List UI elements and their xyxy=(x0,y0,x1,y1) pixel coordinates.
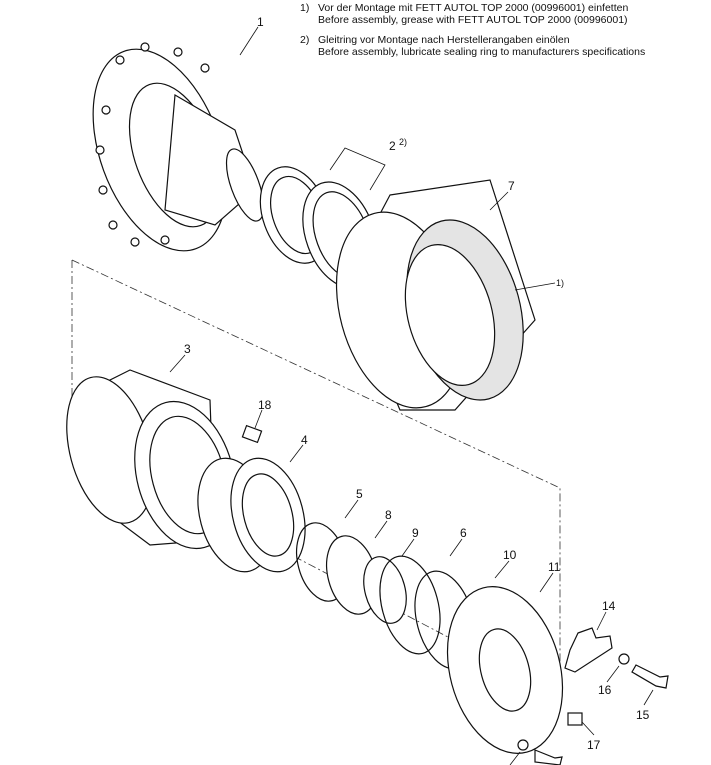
callout-2-note: 2) xyxy=(399,137,407,147)
callout-1: 1 xyxy=(257,15,264,29)
part-14-bracket xyxy=(564,627,613,673)
callout-4: 4 xyxy=(301,433,308,447)
callout-18: 18 xyxy=(258,398,272,412)
leader-lines xyxy=(169,26,654,765)
part-15-bolt-lower xyxy=(534,749,563,765)
part-7-drum xyxy=(335,179,536,411)
callout-8: 8 xyxy=(385,508,392,522)
part-3-housing xyxy=(66,369,236,550)
note-number: 2) xyxy=(300,34,310,46)
part-1-hub xyxy=(92,42,265,252)
callout-2: 2 xyxy=(389,139,396,153)
callout-3: 3 xyxy=(184,342,191,356)
callout-note-1: 1) xyxy=(556,278,564,288)
callout-11: 11 xyxy=(548,560,561,574)
callout-14: 14 xyxy=(602,599,616,613)
callout-16: 16 xyxy=(598,683,612,697)
note-text-en: Before assembly, lubricate sealing ring … xyxy=(318,46,646,58)
part-15-bolt xyxy=(631,664,669,689)
note-text-en: Before assembly, grease with FETT AUTOL … xyxy=(318,14,628,26)
assembly-guide-line xyxy=(71,259,561,690)
note-1: 1) Vor der Montage mit FETT AUTOL TOP 20… xyxy=(300,2,645,26)
note-text-de: Vor der Montage mit FETT AUTOL TOP 2000 … xyxy=(318,2,629,14)
note-2: 2) Gleitring vor Montage nach Hersteller… xyxy=(300,34,645,58)
callout-7: 7 xyxy=(508,179,515,193)
part-11-cover xyxy=(446,586,564,754)
callout-10: 10 xyxy=(503,548,517,562)
assembly-notes: 1) Vor der Montage mit FETT AUTOL TOP 20… xyxy=(300,2,645,66)
callout-17: 17 xyxy=(587,738,601,752)
part-4-bearing xyxy=(197,457,306,573)
callout-15: 15 xyxy=(636,708,650,722)
part-9-sleeve xyxy=(363,556,407,624)
callout-6: 6 xyxy=(460,526,467,540)
callout-5: 5 xyxy=(356,487,363,501)
part-18-grease-nipple xyxy=(241,424,263,444)
part-16-washer-lower xyxy=(517,739,529,751)
note-text-de: Gleitring vor Montage nach Herstellerang… xyxy=(318,34,570,46)
part-6-ring xyxy=(379,555,441,655)
note-number: 1) xyxy=(300,2,310,14)
part-17-plug xyxy=(567,712,583,726)
callout-9: 9 xyxy=(412,526,419,540)
part-16-washer xyxy=(618,653,630,665)
